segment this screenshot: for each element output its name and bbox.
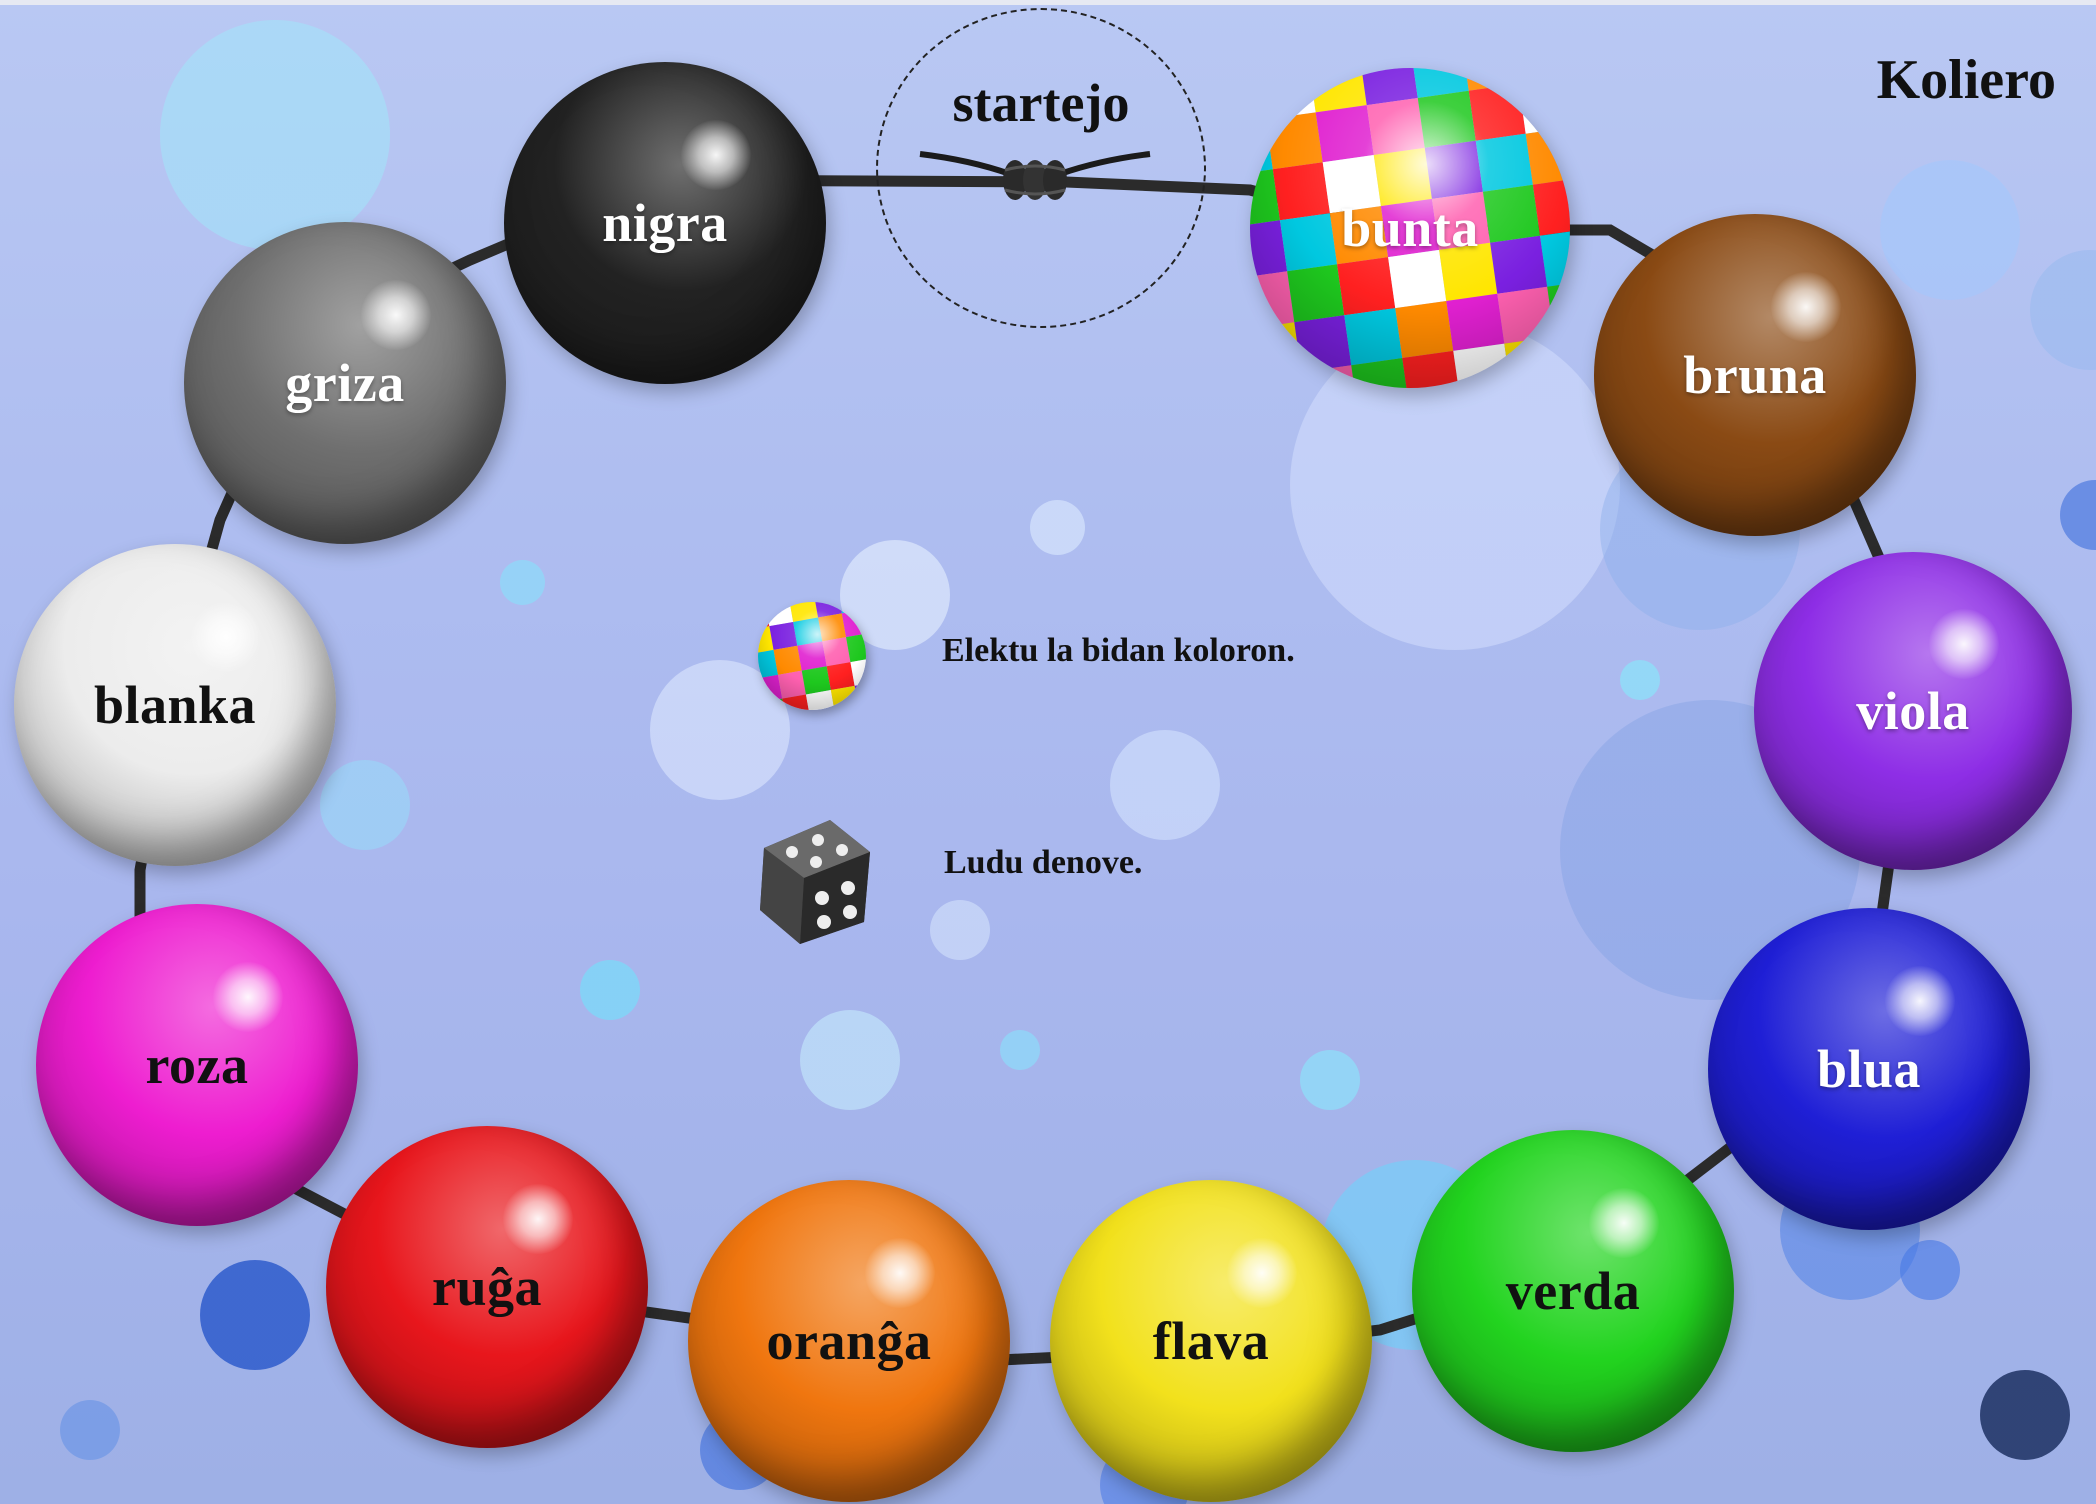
instruction-choose-color: Elektu la bidan koloron. — [942, 632, 1295, 669]
bead-label: bruna — [1683, 345, 1827, 405]
bead-label: oranĝa — [766, 1311, 932, 1371]
dice-icon — [760, 820, 870, 944]
bead-label: ruĝa — [432, 1257, 542, 1317]
bead-label: nigra — [602, 193, 728, 253]
bead-label: bunta — [1341, 198, 1479, 258]
bead-viola[interactable]: viola — [1754, 552, 2072, 870]
bead-verda[interactable]: verda — [1412, 1130, 1734, 1452]
bead-label: viola — [1856, 681, 1970, 741]
multicolor-ball-icon — [758, 602, 866, 710]
bead-label: flava — [1152, 1311, 1270, 1371]
start-zone — [876, 8, 1206, 328]
bead-blanka[interactable]: blanka — [14, 544, 336, 866]
bead-label: roza — [145, 1035, 249, 1095]
bead-blua[interactable]: blua — [1708, 908, 2030, 1230]
bead-label: verda — [1505, 1261, 1641, 1321]
game-title: Koliero — [1876, 49, 2056, 111]
bead-flava[interactable]: flava — [1050, 1180, 1372, 1502]
bead-label: griza — [285, 353, 405, 413]
bead-nigra[interactable]: nigra — [504, 62, 826, 384]
bead-rugxa[interactable]: ruĝa — [326, 1126, 648, 1448]
bead-griza[interactable]: griza — [184, 222, 506, 544]
instruction-roll-again: Ludu denove. — [944, 844, 1143, 881]
bead-label: blanka — [93, 675, 257, 735]
bead-roza[interactable]: roza — [36, 904, 358, 1226]
bead-orangxa[interactable]: oranĝa — [688, 1180, 1010, 1502]
bead-bruna[interactable]: bruna — [1594, 214, 1916, 536]
bead-label: blua — [1816, 1039, 1922, 1099]
start-label: startejo — [952, 73, 1130, 133]
knot-icon — [919, 151, 1151, 200]
bead-bunta[interactable]: bunta — [1250, 68, 1570, 388]
